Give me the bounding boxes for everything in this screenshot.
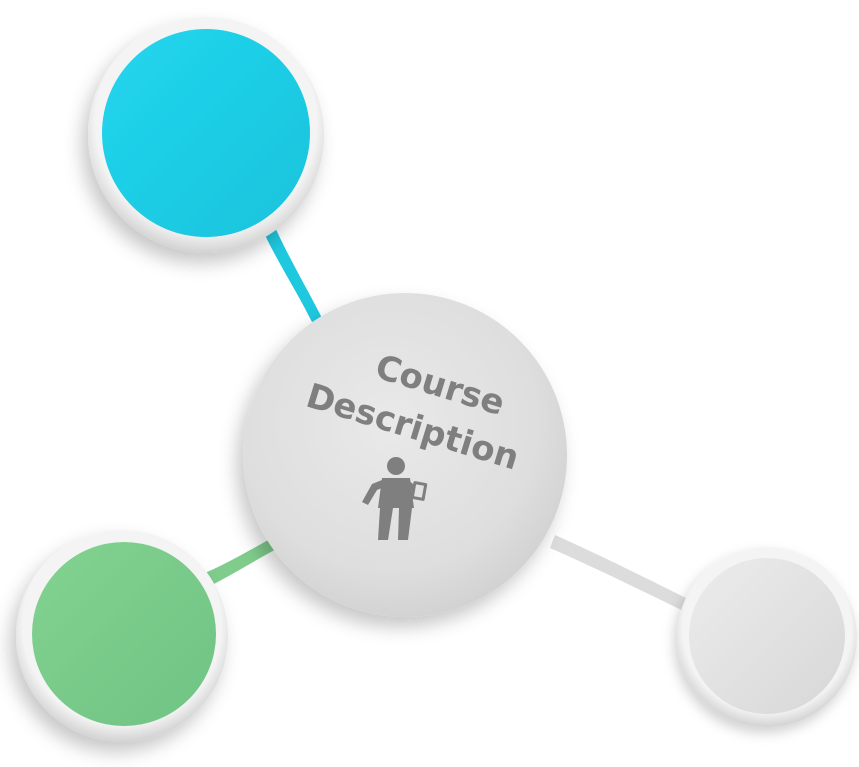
bottom-left-node xyxy=(16,530,228,742)
bottom-right-node xyxy=(677,547,857,727)
connector-green xyxy=(200,538,278,588)
top-left-node xyxy=(88,17,324,253)
connector-gray xyxy=(550,535,700,616)
center-node xyxy=(243,293,567,617)
person-presenting-icon xyxy=(362,457,428,540)
